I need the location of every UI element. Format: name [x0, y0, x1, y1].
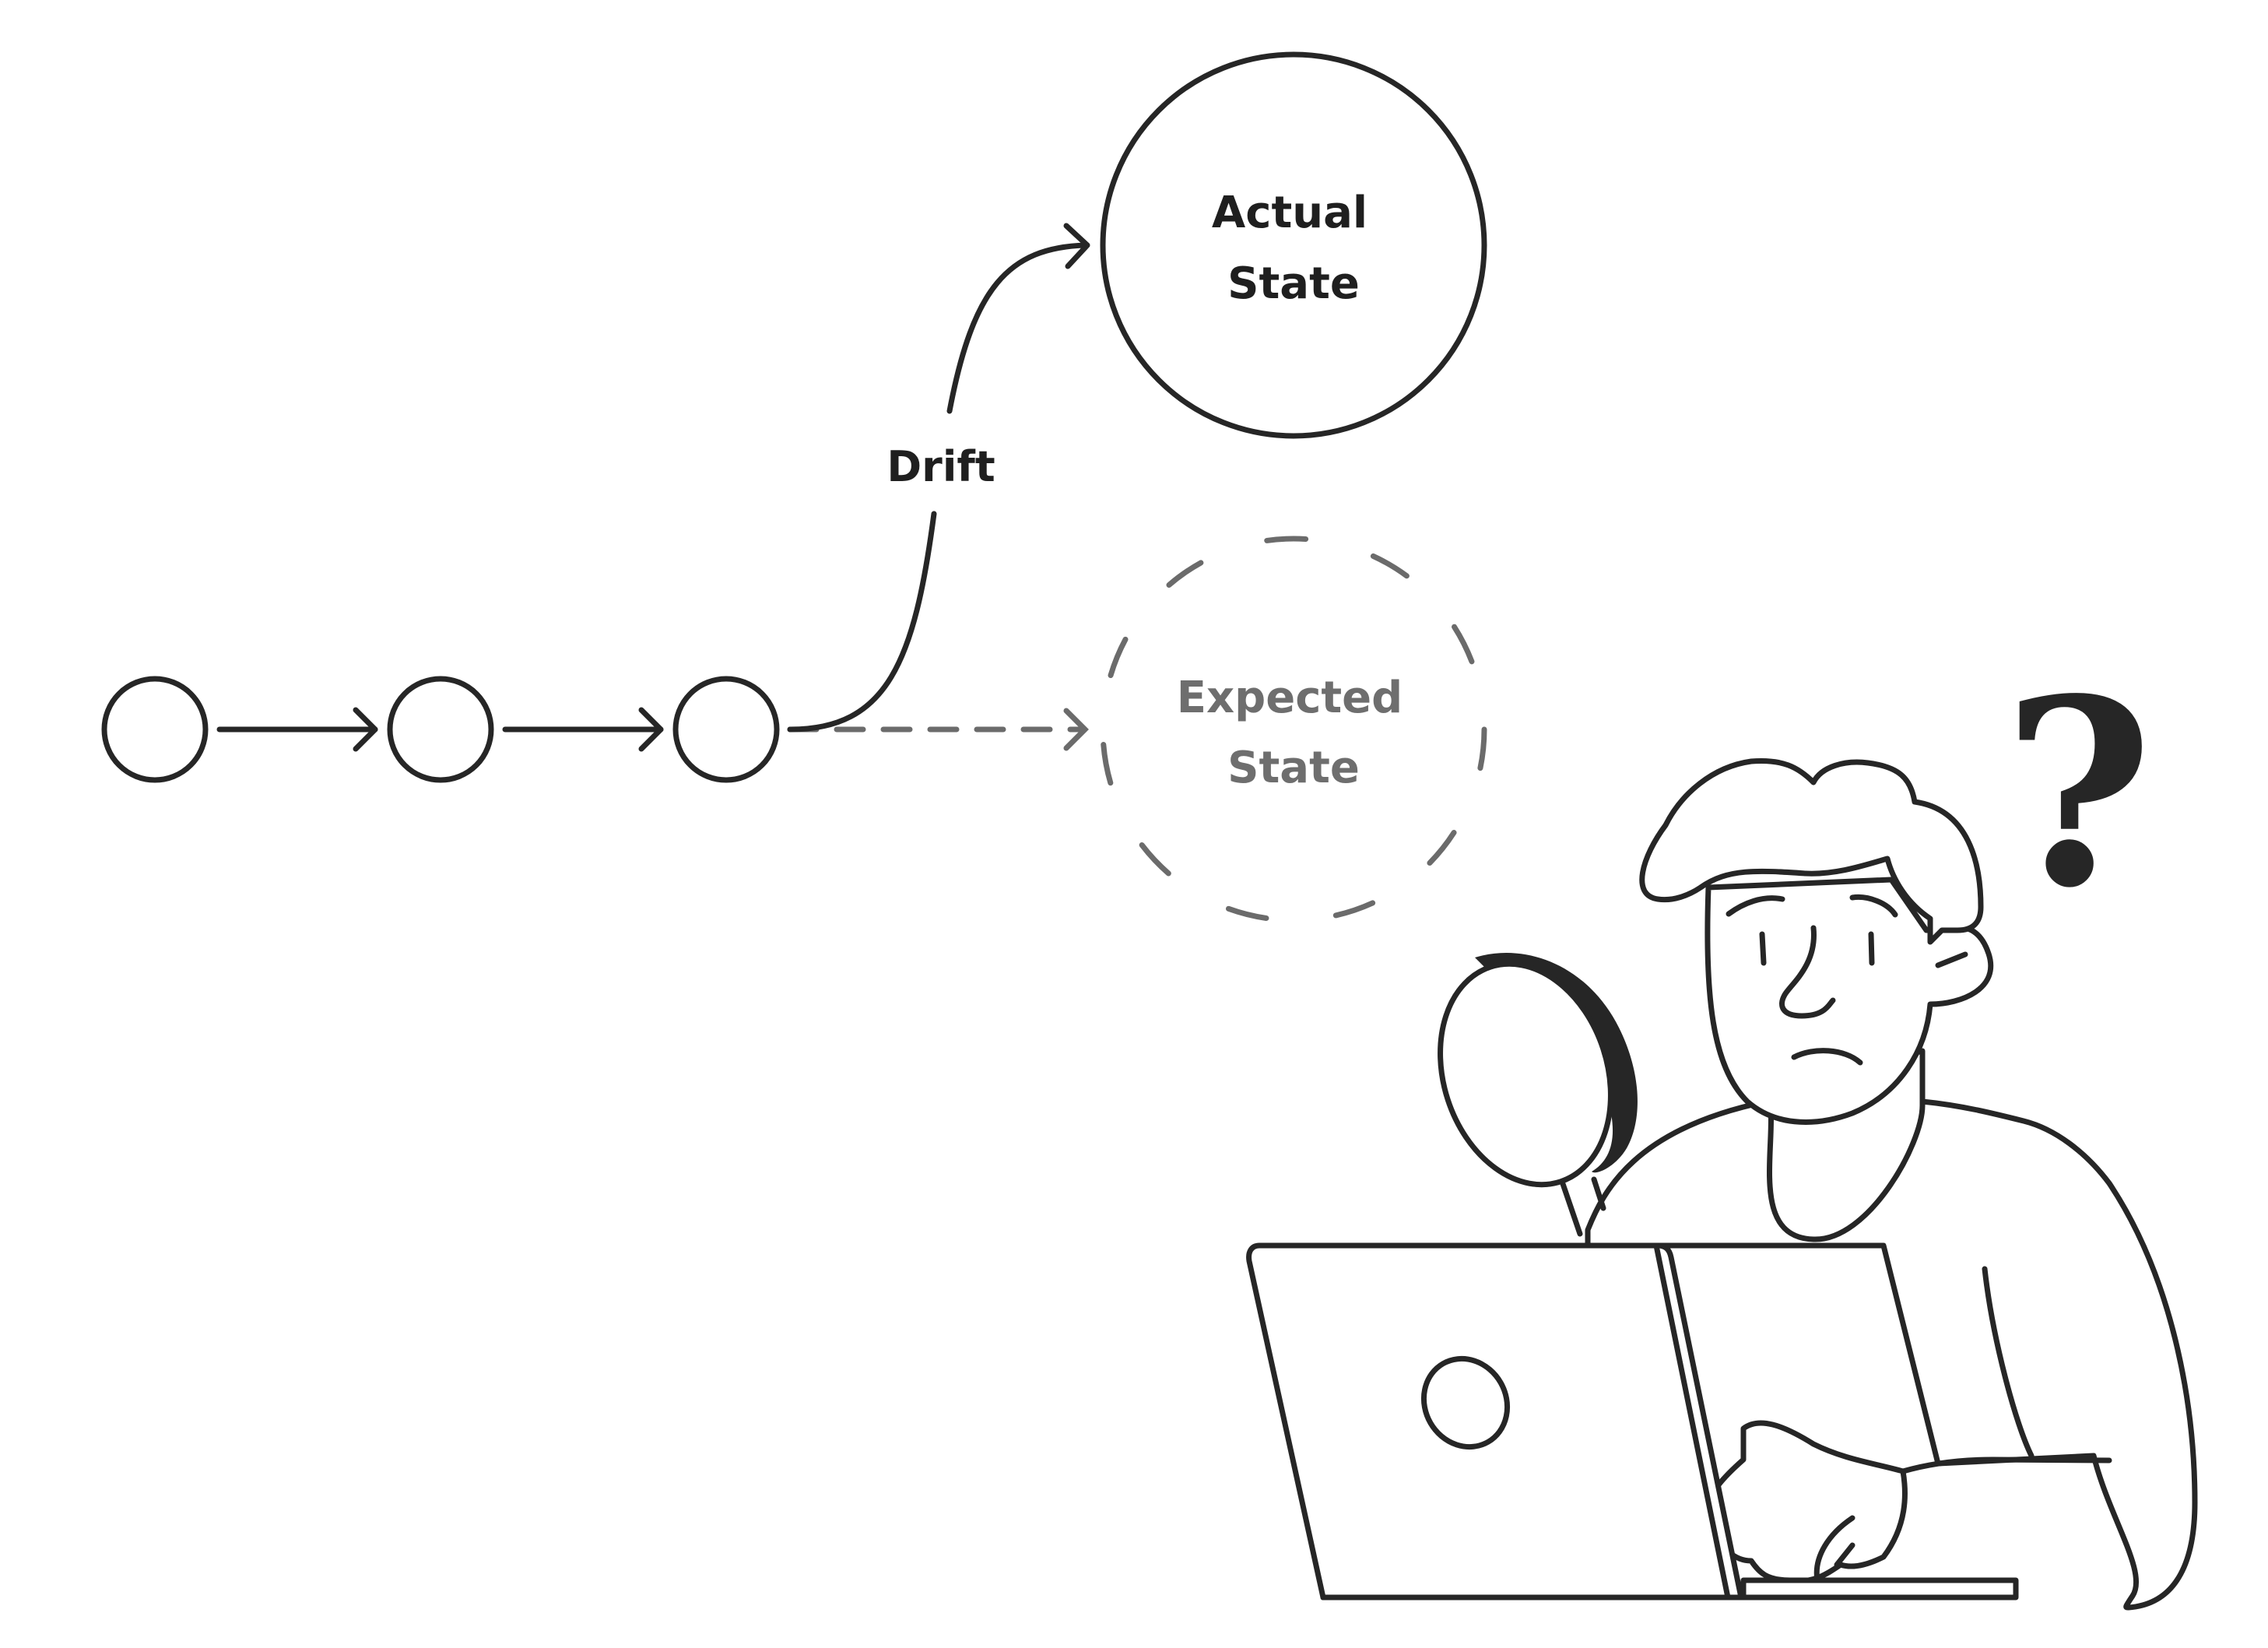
actual-state-label-line2: State — [1227, 258, 1360, 309]
person-mouth — [1791, 1048, 1863, 1066]
state-node-1 — [101, 676, 209, 783]
person-illustration — [1246, 757, 2198, 1611]
person-hair — [1639, 757, 1984, 945]
drift-path-arrow — [787, 223, 1090, 733]
person-face — [1705, 877, 1993, 1125]
actual-state-node: Actual State — [1100, 51, 1487, 439]
state-node-3 — [672, 676, 780, 783]
expected-state-label-line1: Expected — [1177, 673, 1403, 723]
question-mark-symbol: ? — [2003, 642, 2153, 944]
laptop-logo-icon — [1420, 1355, 1511, 1450]
drift-label: Drift — [886, 442, 995, 491]
actual-state-label-line1: Actual — [1212, 188, 1367, 238]
person-torso — [1585, 1098, 2198, 1611]
state-node-2 — [387, 676, 494, 783]
magnifying-glass-icon — [1438, 953, 1638, 1237]
person-eye-left — [1759, 931, 1767, 966]
person-eye-right — [1868, 931, 1875, 966]
expected-path-arrow — [787, 708, 1089, 751]
arrow-2-to-3 — [502, 707, 664, 752]
person-hand — [1703, 1420, 1908, 1584]
person-nose — [1779, 925, 1836, 1019]
laptop-base — [1320, 1577, 2019, 1601]
arrow-1-to-2 — [216, 707, 378, 752]
person-arm-line — [1982, 1266, 2035, 1459]
expected-state-node: Expected State — [1100, 536, 1487, 923]
expected-state-label-line2: State — [1227, 743, 1360, 793]
state-chain — [101, 676, 780, 783]
